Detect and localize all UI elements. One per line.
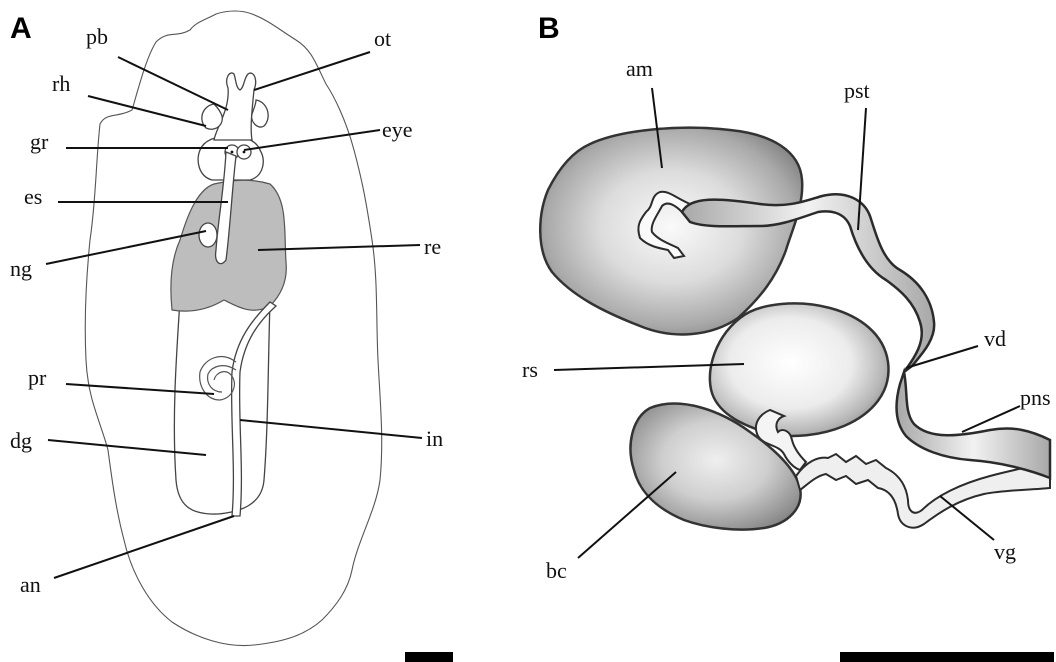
label-pst: pst <box>844 78 870 103</box>
label-pns: pns <box>1020 385 1051 410</box>
receptaculum-seminis <box>710 303 889 436</box>
label-rh: rh <box>52 71 70 96</box>
scale-bar-b <box>840 652 1054 662</box>
label-an: an <box>20 572 41 597</box>
label-pb: pb <box>86 24 108 49</box>
label-dg: dg <box>10 428 32 453</box>
nerve-ganglion <box>199 223 217 247</box>
label-eye: eye <box>382 117 413 142</box>
eye-right-pupil <box>243 151 246 154</box>
label-pr: pr <box>28 365 47 390</box>
panel-b: B am pst rs vd pns bc vg <box>522 12 1054 662</box>
label-rs: rs <box>522 357 538 382</box>
label-vg: vg <box>994 539 1016 564</box>
leader-an <box>54 516 234 578</box>
label-gr: gr <box>30 129 49 154</box>
ampulla <box>540 128 802 335</box>
leader-vg <box>940 496 994 540</box>
label-vd: vd <box>984 326 1006 351</box>
leader-bc <box>578 472 676 558</box>
rhinophore-right <box>252 100 268 127</box>
panel-letter-a: A <box>10 12 32 45</box>
leader-rh <box>88 96 206 126</box>
label-am: am <box>626 56 653 81</box>
label-in: in <box>426 426 443 451</box>
label-re: re <box>424 234 441 259</box>
eye-left-pupil <box>231 151 234 154</box>
leader-eye <box>244 130 380 150</box>
label-bc: bc <box>546 558 567 583</box>
panel-letter-b: B <box>538 12 560 45</box>
label-ot: ot <box>374 26 391 51</box>
scale-bar-a <box>405 652 453 662</box>
label-es: es <box>24 184 42 209</box>
label-ng: ng <box>10 256 32 281</box>
leader-ot <box>254 52 370 90</box>
panel-a: A <box>10 11 453 662</box>
